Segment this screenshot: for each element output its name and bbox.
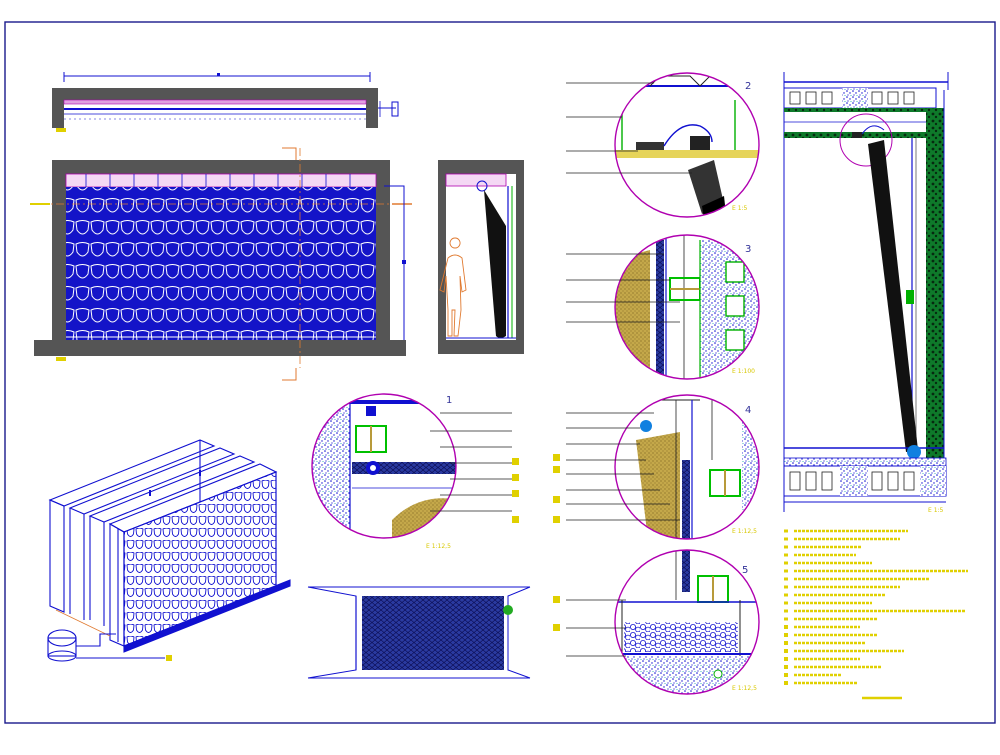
sheet-frame <box>4 21 996 724</box>
isometric-view <box>47 439 291 662</box>
detail-4-scale: E 1:12,5 <box>732 528 757 535</box>
detail-2-number: 2 <box>745 81 751 92</box>
section-scale: E 1:5 <box>928 507 944 514</box>
detail-3-number: 3 <box>745 244 751 255</box>
detail-3-scale: E 1:100 <box>732 368 755 375</box>
detail-1: 1 E 1:12,5 <box>311 393 519 550</box>
detail-4: 4 E 1:12,5 <box>553 394 760 540</box>
front-elevation <box>30 147 412 381</box>
human-figure-icon <box>439 237 467 337</box>
detail-5-number: 5 <box>742 565 748 576</box>
side-section <box>438 160 524 354</box>
detail-2-scale: E 1:5 <box>732 205 748 212</box>
detail-3: 3 E 1:100 <box>566 234 760 380</box>
detail-5: 5 E 1:12,5 <box>553 549 760 695</box>
water-pump-icon <box>47 629 116 662</box>
bottom-plan <box>307 586 531 679</box>
detail-5-scale: E 1:12,5 <box>732 685 757 692</box>
pebble-fill-icon <box>624 622 738 652</box>
detail-1-number: 1 <box>446 395 452 406</box>
right-section: E 1:5 <box>783 72 949 514</box>
detail-1-scale: E 1:12,5 <box>426 543 451 550</box>
detail-4-number: 4 <box>745 405 751 416</box>
plan-view <box>52 72 399 132</box>
detail-2: 2 E 1:5 <box>566 72 760 218</box>
legend-notes <box>784 529 968 700</box>
